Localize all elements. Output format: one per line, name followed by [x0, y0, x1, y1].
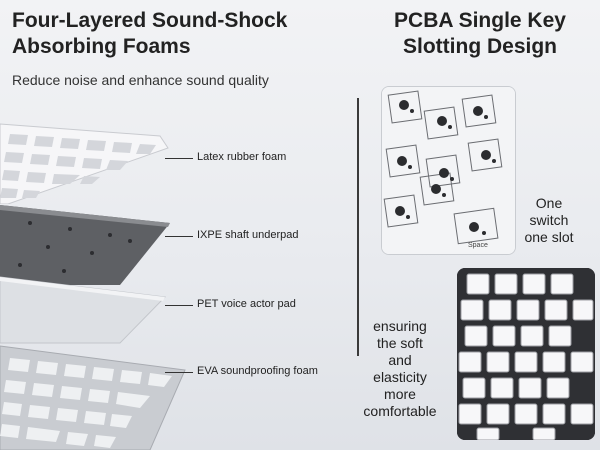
- keyboard-plate-photo: [457, 268, 595, 440]
- pcb-board-illustration: Space: [382, 87, 515, 254]
- pcb-photo: Space: [381, 86, 516, 255]
- caption-top-line-2: switch: [529, 212, 569, 228]
- caption-bottom-line-5: more: [384, 386, 416, 402]
- eva-leader-line: [165, 372, 193, 373]
- caption-bottom-line-6: comfortable: [363, 403, 437, 419]
- latex-label: Latex rubber foam: [197, 151, 287, 163]
- caption-bottom-line-4: elasticity: [373, 369, 427, 385]
- caption-bottom: ensuring the soft and elasticity more co…: [350, 318, 450, 420]
- ixpe-leader-line: [165, 236, 193, 237]
- left-title: Four-Layered Sound-Shock Absorbing Foams: [12, 9, 288, 58]
- eva-label: EVA soundproofing foam: [197, 365, 318, 377]
- pet-label: PET voice actor pad: [197, 298, 296, 310]
- eva-foam-illustration: [0, 345, 186, 450]
- pet-pad-illustration: [0, 276, 167, 344]
- latex-leader-line: [165, 158, 193, 159]
- caption-top: One switch one slot: [515, 195, 583, 246]
- center-divider: [357, 98, 359, 356]
- caption-bottom-line-2: the soft: [377, 335, 423, 351]
- caption-top-line-3: one slot: [524, 229, 574, 245]
- right-title: PCBA Single Key Slotting Design: [394, 9, 566, 58]
- pcb-key-label: Space: [468, 242, 488, 249]
- latex-foam-illustration: [0, 123, 169, 204]
- caption-bottom-line-1: ensuring: [373, 318, 427, 334]
- caption-top-line-1: One: [535, 195, 563, 211]
- left-subtitle: Reduce noise and enhance sound quality: [12, 72, 269, 88]
- ixpe-underpad-illustration: [0, 205, 170, 285]
- caption-bottom-line-3: and: [388, 352, 412, 368]
- pet-leader-line: [165, 305, 193, 306]
- ixpe-label: IXPE shaft underpad: [197, 229, 299, 241]
- plate-keys-illustration: [457, 268, 595, 440]
